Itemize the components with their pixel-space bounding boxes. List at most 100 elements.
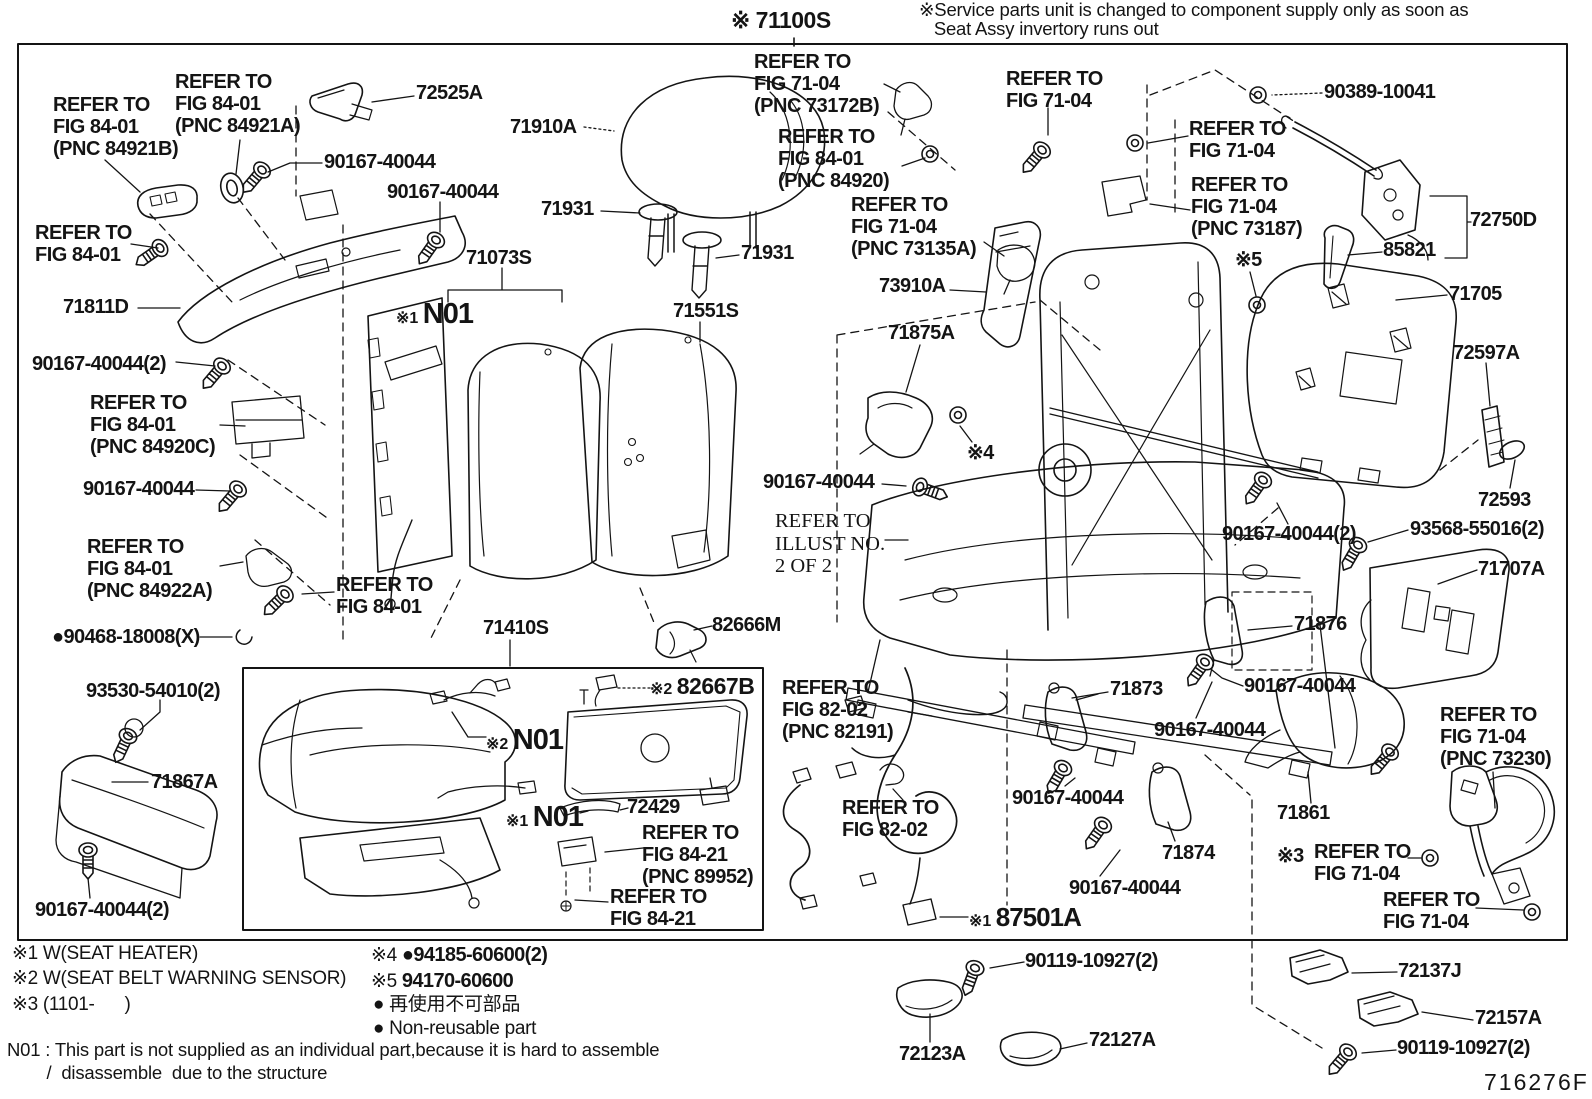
drawing-floor-parts xyxy=(897,468,1418,1081)
part-label-72750d: 72750D xyxy=(1470,209,1537,231)
assembly-dashed-lines xyxy=(150,70,1478,1048)
part-label-71811d: 71811D xyxy=(63,296,129,318)
part-label-90167-4: 90167-40044 xyxy=(763,471,875,493)
part-label-82667b: ※2 82667B xyxy=(650,673,755,699)
refer-label-82191: REFER TO FIG 82-02 (PNC 82191) xyxy=(782,677,894,743)
drawing-headrest-supports-71931 xyxy=(639,204,721,298)
part-label-90119-1: 90119-10927(2) xyxy=(1025,950,1158,972)
drawing-seat-belt-buckle xyxy=(1421,766,1554,921)
drawing-bracket-71873 xyxy=(1039,683,1098,799)
drawing-bracket-71874 xyxy=(1078,650,1403,855)
part-label-90167-8: 90167-40044 xyxy=(1069,877,1181,899)
refer-label-84921a: REFER TO FIG 84-01 (PNC 84921A) xyxy=(175,71,301,137)
refer-label-8202: REFER TO FIG 82-02 xyxy=(842,797,939,841)
refer-label-84920c: REFER TO FIG 84-01 (PNC 84920C) xyxy=(90,392,216,458)
refer-label-7104-top: REFER TO FIG 71-04 xyxy=(1006,68,1103,112)
part-label-90167-7: 90167-40044 xyxy=(1012,787,1124,809)
part-label-90167-6: 90167-40044 xyxy=(1154,719,1266,741)
part-label-72137j: 72137J xyxy=(1398,960,1462,982)
note-label-n01-3: ※1 N01 xyxy=(506,801,584,833)
part-label-90167-1: 90167-40044 xyxy=(324,151,436,173)
drawing-shield-71867a xyxy=(56,756,217,898)
refer-label-84921b: REFER TO FIG 84-01 (PNC 84921B) xyxy=(53,94,179,160)
part-label-90167x2-3: 90167-40044(2) xyxy=(1222,523,1357,545)
drawing-cover-71875a xyxy=(860,392,932,457)
marker-star5: ※5 xyxy=(1235,249,1262,271)
marker-star4: ※4 xyxy=(967,442,994,464)
part-label-72597a: 72597A xyxy=(1453,342,1520,364)
drawing-seatback-covers-71551s xyxy=(468,329,736,579)
refer-label-8401-b: REFER TO FIG 84-01 xyxy=(336,574,433,618)
drawing-headrest-71910a xyxy=(621,76,824,252)
part-label-71867a: 71867A xyxy=(151,771,218,793)
legend-item-2: ※2 W(SEAT BELT WARNING SENSOR) xyxy=(12,968,347,989)
part-label-87501a: ※1 87501A xyxy=(969,902,1082,932)
drawing-back-board-71705 xyxy=(1247,263,1456,487)
part-label-71931-1: 71931 xyxy=(541,198,594,220)
legend-item-1: ※1 W(SEAT HEATER) xyxy=(12,943,199,964)
refer-label-illust: REFER TO ILLUST NO. 2 OF 2 xyxy=(775,510,886,578)
part-label-90167-5: 90167-40044 xyxy=(1244,675,1356,697)
drawing-strip-72597a xyxy=(1482,406,1504,467)
part-label-72429: 72429 xyxy=(627,796,680,818)
part-label-72123a: 72123A xyxy=(899,1043,966,1065)
part-label-82666m: 82666M xyxy=(712,614,781,636)
figure-code: 716276F xyxy=(1484,1069,1589,1095)
part-label-90167-3: 90167-40044 xyxy=(83,478,195,500)
part-label-71707a: 71707A xyxy=(1478,558,1545,580)
refer-label-8421: REFER TO FIG 84-21 xyxy=(610,886,707,930)
drawing-side-cover-73910a xyxy=(981,222,1040,347)
part-label-72593: 72593 xyxy=(1478,489,1531,511)
drawing-side-shield-71811d xyxy=(178,190,465,343)
part-label-90389: 90389-10041 xyxy=(1324,81,1436,103)
refer-label-73230: REFER TO FIG 71-04 (PNC 73230) xyxy=(1440,704,1552,770)
part-label-71876: 71876 xyxy=(1294,613,1347,635)
drawing-cover-71861 xyxy=(1245,673,1404,768)
part-label-90119-2: 90119-10927(2) xyxy=(1397,1037,1530,1059)
drawing-cushion-box-contents xyxy=(260,622,748,911)
diagram-frame xyxy=(18,38,1567,940)
legend-item-5: ※5 94170-60600 xyxy=(371,970,514,992)
legend-nonreusable-en: ● Non-reusable part xyxy=(373,1018,537,1039)
part-label-90468: ●90468-18008(X) xyxy=(52,626,200,648)
refer-label-7104-low: REFER TO FIG 71-04 xyxy=(1383,889,1480,933)
part-label-71410s: 71410S xyxy=(483,617,549,639)
marker-star3: ※3 xyxy=(1277,845,1304,867)
legend-nonreusable-jp: ● 再使用不可部品 xyxy=(373,994,521,1015)
part-label-73910a: 73910A xyxy=(879,275,946,297)
drawing-seatback-heater-pad-71073s xyxy=(368,298,452,609)
drawing-seat-frame-assembly xyxy=(846,243,1344,778)
refer-label-84920: REFER TO FIG 84-01 (PNC 84920) xyxy=(778,126,890,192)
legend-item-4: ※4 ●94185-60600(2) xyxy=(371,944,548,966)
part-label-71861: 71861 xyxy=(1277,802,1330,824)
drawing-left-fasteners xyxy=(78,158,449,880)
note-n01-text: N01 : This part is not supplied as an in… xyxy=(7,1039,660,1084)
part-label-72525a: 72525A xyxy=(416,82,483,104)
part-label-90167x2-1: 90167-40044(2) xyxy=(32,353,167,375)
refer-label-8401-a: REFER TO FIG 84-01 xyxy=(35,222,132,266)
refer-label-7104-star3: REFER TO FIG 71-04 xyxy=(1314,841,1411,885)
part-label-71910a: 71910A xyxy=(510,116,577,138)
part-label-93530: 93530-54010(2) xyxy=(86,680,221,702)
drawing-top-center-clips xyxy=(894,83,1055,294)
refer-label-73187: REFER TO FIG 71-04 (PNC 73187) xyxy=(1191,174,1303,240)
part-label-72157a: 72157A xyxy=(1475,1007,1542,1029)
drawing-harness-82191-87501a xyxy=(784,668,957,925)
part-label-90167x2-2: 90167-40044(2) xyxy=(35,899,170,921)
part-label-71073s: 71073S xyxy=(466,247,532,269)
part-label-90167-2: 90167-40044 xyxy=(387,181,499,203)
part-label-71551s: 71551S xyxy=(673,300,739,322)
assy-code-label: ※ 71100S xyxy=(731,7,831,33)
refer-label-89952: REFER TO FIG 84-21 (PNC 89952) xyxy=(642,822,754,888)
part-label-71874: 71874 xyxy=(1162,842,1215,864)
part-label-72127a: 72127A xyxy=(1089,1029,1156,1051)
part-label-71931-2: 71931 xyxy=(741,242,794,264)
note-label-n01-2: ※2 N01 xyxy=(486,724,564,756)
part-label-71705: 71705 xyxy=(1449,283,1502,305)
legend-item-3: ※3 (1101- ) xyxy=(12,994,131,1015)
service-note: ※Service parts unit is changed to compon… xyxy=(919,0,1469,40)
part-label-93568: 93568-55016(2) xyxy=(1410,518,1545,540)
part-label-71873: 71873 xyxy=(1110,678,1163,700)
